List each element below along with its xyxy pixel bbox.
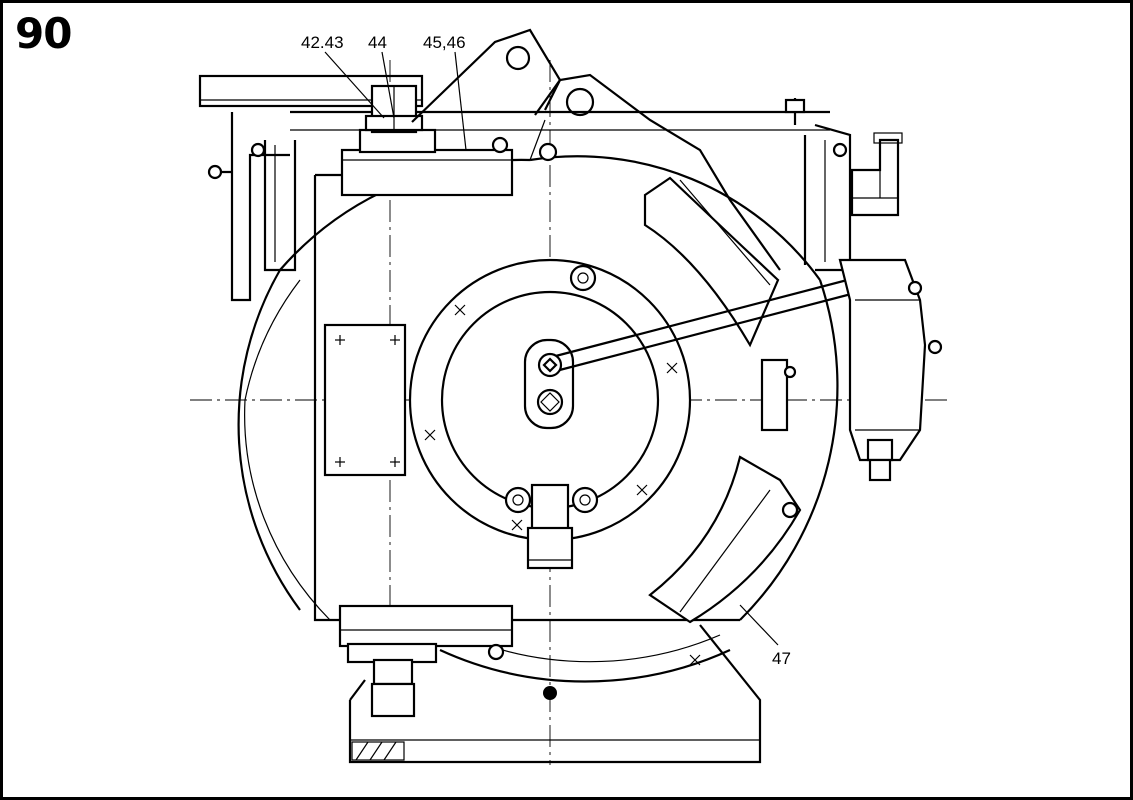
leader-lines — [324, 51, 779, 646]
right-side-frame — [784, 98, 852, 272]
callout-44: 44 — [368, 33, 387, 52]
bottom-outlet — [526, 483, 574, 570]
top-left-clamp — [340, 84, 514, 197]
left-side-frame — [207, 112, 297, 302]
callout-42-43: 42.43 — [301, 33, 344, 52]
callout-45-46: 45,46 — [423, 33, 466, 52]
lower-right-slot — [648, 455, 802, 624]
callout-47: 47 — [772, 649, 791, 668]
figure-number: 90 — [15, 9, 72, 58]
right-small-lug — [760, 358, 797, 432]
upper-right-slot — [643, 176, 780, 348]
left-cover — [323, 323, 407, 477]
elbow-fitting — [850, 132, 903, 217]
right-cylinder — [838, 258, 943, 482]
base-foot — [348, 624, 762, 764]
central-disc — [408, 258, 701, 666]
top-lug — [411, 28, 781, 271]
housing-body — [237, 155, 839, 683]
bottom-left-clamp — [338, 604, 514, 718]
